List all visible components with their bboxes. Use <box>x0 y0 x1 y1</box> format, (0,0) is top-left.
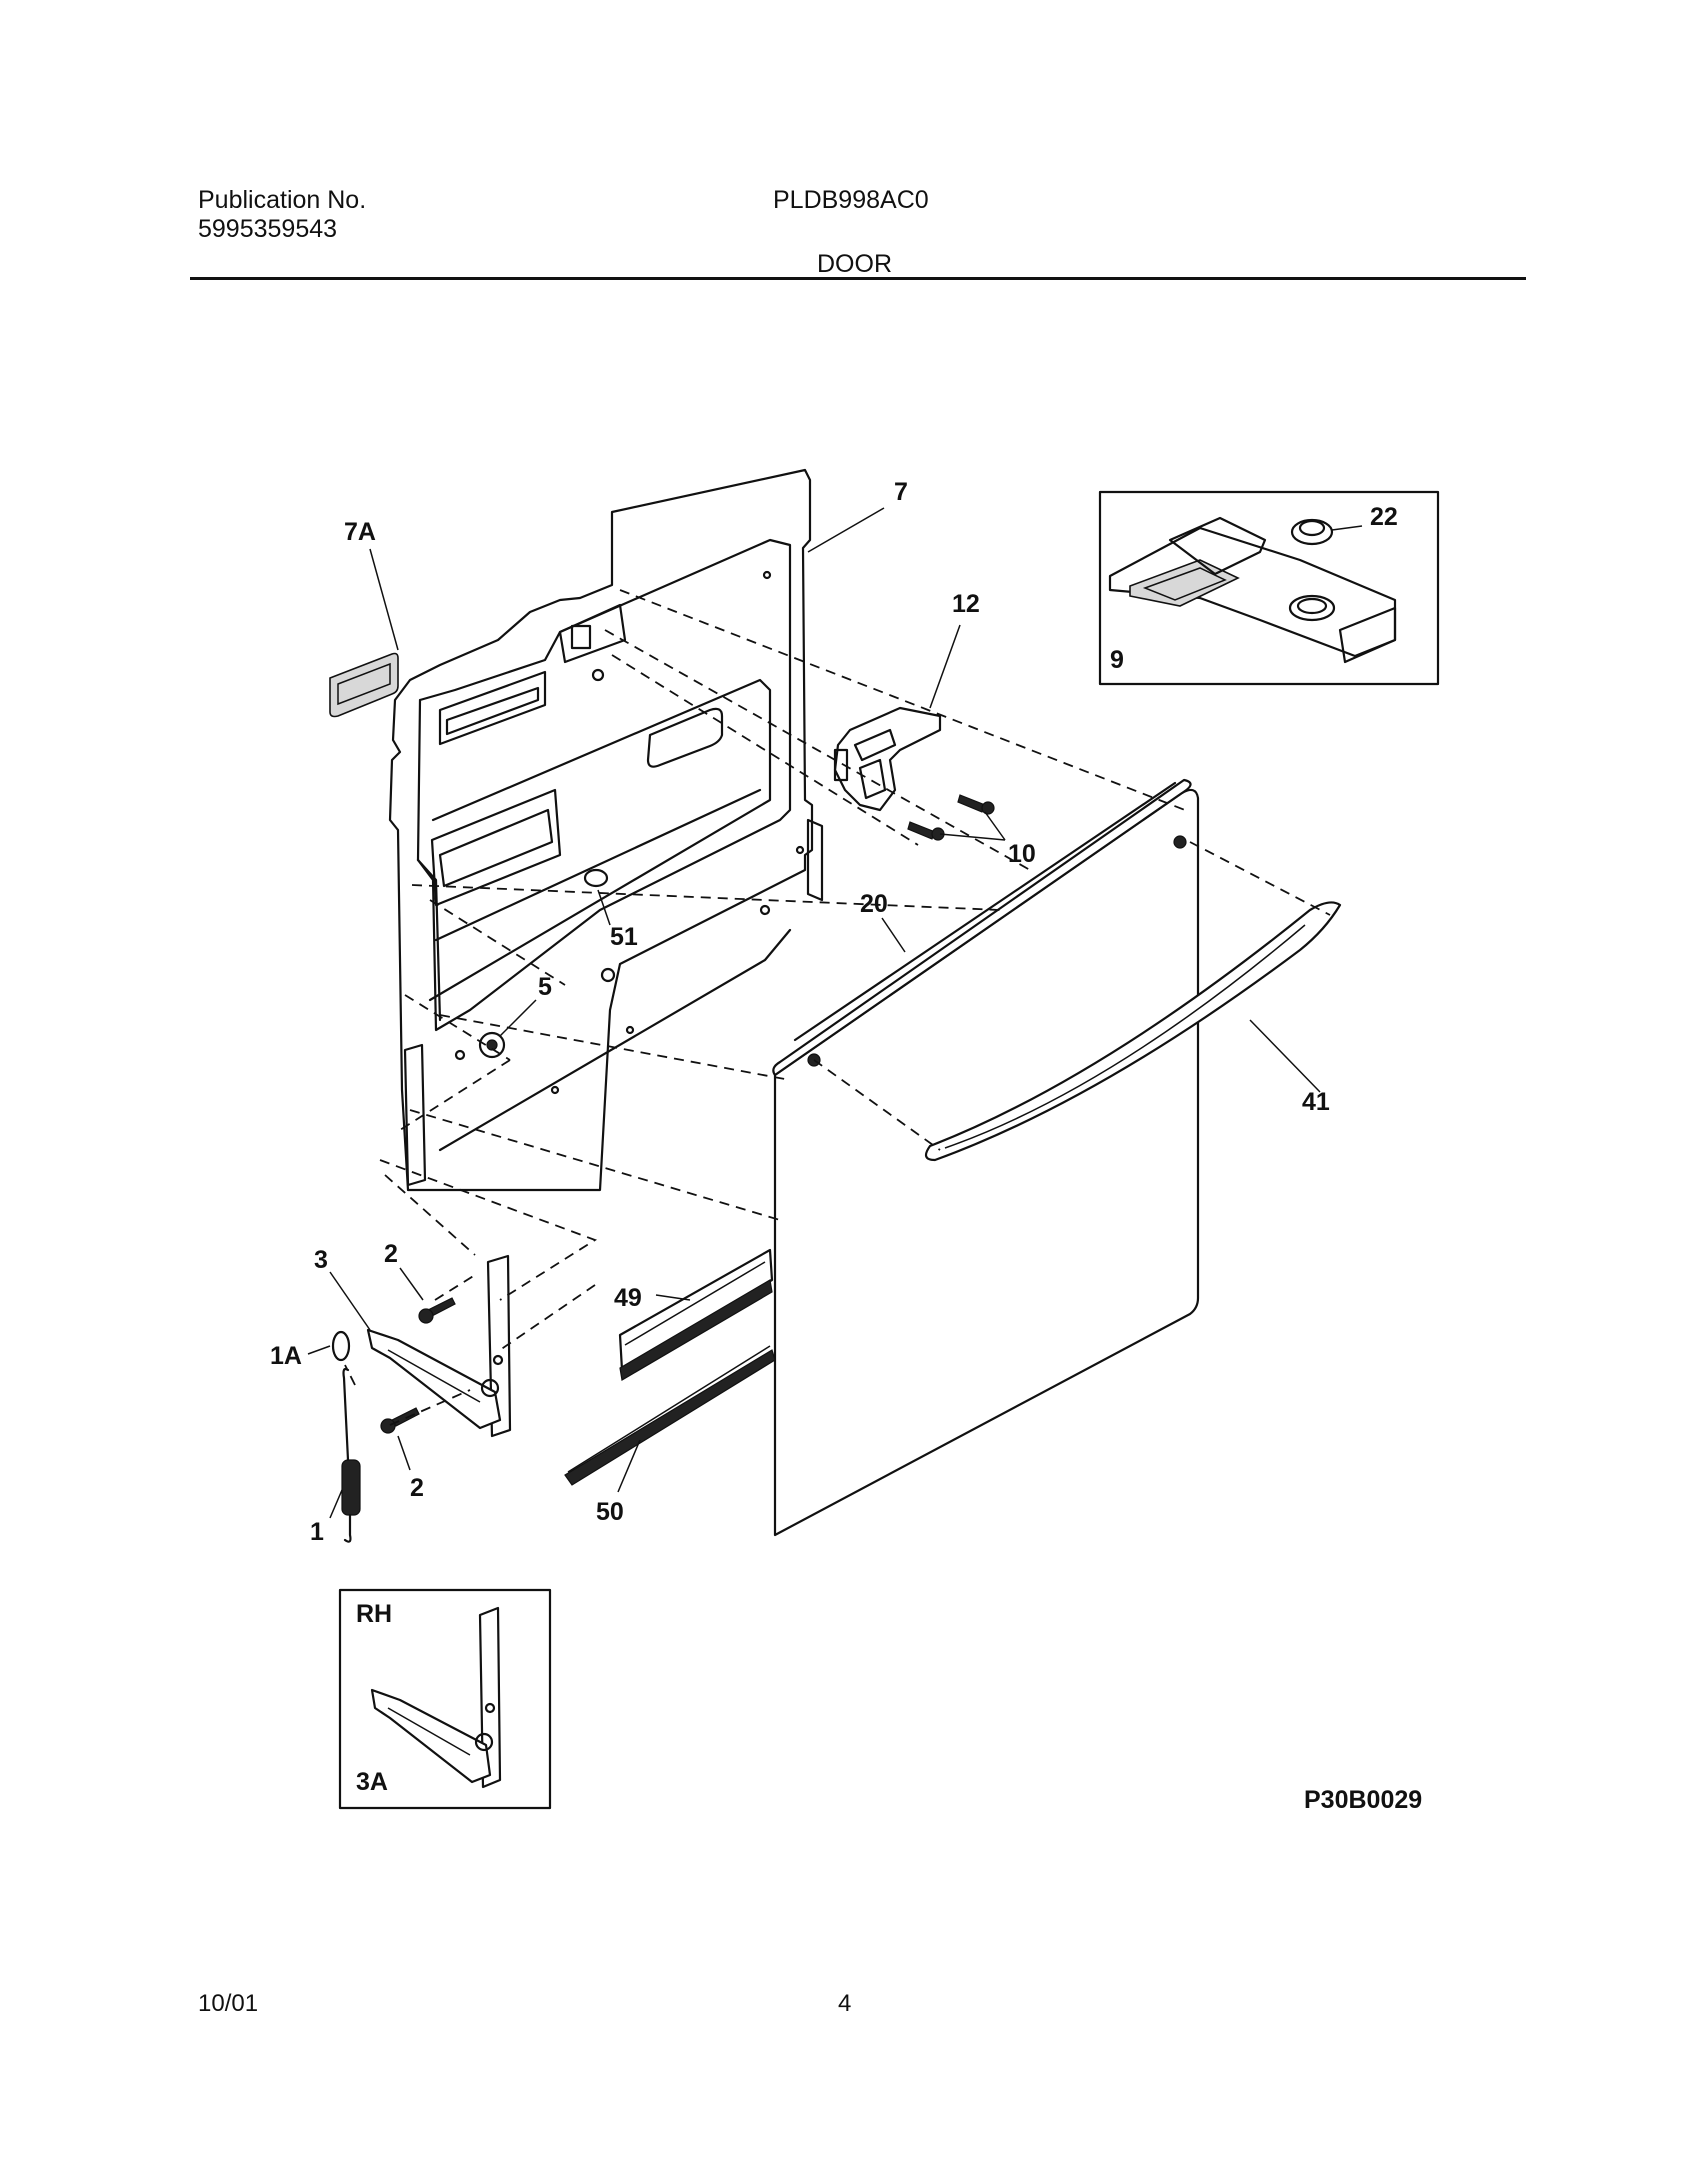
callout-50: 50 <box>596 1498 624 1526</box>
callout-22: 22 <box>1370 503 1398 531</box>
door-handle-41 <box>924 901 1342 1162</box>
publication-label: Publication No. <box>198 186 367 214</box>
callout-7: 7 <box>894 478 908 506</box>
callout-1A: 1A <box>270 1342 302 1370</box>
leader-lines <box>307 507 1363 1519</box>
inner-door-liner <box>388 468 824 1192</box>
assembly-lines <box>344 589 1331 1426</box>
page-number: 4 <box>838 1990 852 2017</box>
callout-10: 10 <box>1008 840 1036 868</box>
hinge-bracket-3 <box>366 1254 512 1438</box>
rh-hinge-inset: RH 3A <box>338 1588 552 1810</box>
model-number: PLDB998AC0 <box>773 186 929 214</box>
callout-9: 9 <box>1110 646 1124 674</box>
callout-20: 20 <box>860 890 888 918</box>
latch-assembly-12 <box>833 706 942 812</box>
strip-50 <box>564 1345 776 1486</box>
section-title: DOOR <box>817 250 892 278</box>
callout-1: 1 <box>310 1518 324 1546</box>
outer-door-panel-20 <box>772 778 1200 1537</box>
callout-2-bottom: 2 <box>410 1474 424 1502</box>
diagram-code: P30B0029 <box>1304 1786 1422 1814</box>
callout-51: 51 <box>610 923 638 951</box>
footer-date: 10/01 <box>198 1990 259 2017</box>
callout-12: 12 <box>952 590 980 618</box>
screw-2-bottom <box>380 1407 420 1434</box>
callout-7A: 7A <box>344 518 376 546</box>
strip-49 <box>618 1248 774 1381</box>
callout-3: 3 <box>314 1246 328 1274</box>
callout-2-top: 2 <box>384 1240 398 1268</box>
header-rule <box>190 277 1526 280</box>
inset-label-3A: 3A <box>356 1768 388 1796</box>
nut-5 <box>478 1031 506 1059</box>
spring-1 <box>341 1367 361 1543</box>
dispenser-inset <box>1098 490 1440 686</box>
screws-10 <box>907 794 995 841</box>
callout-5: 5 <box>538 973 552 1001</box>
callout-41: 41 <box>1302 1088 1330 1116</box>
vent-part-7A <box>329 652 399 718</box>
callout-49: 49 <box>614 1284 642 1312</box>
publication-number: 5995359543 <box>198 215 338 243</box>
clip-51 <box>583 868 609 888</box>
inset-label-rh: RH <box>356 1600 392 1628</box>
screw-2-top <box>418 1297 456 1324</box>
link-1A <box>331 1330 351 1362</box>
